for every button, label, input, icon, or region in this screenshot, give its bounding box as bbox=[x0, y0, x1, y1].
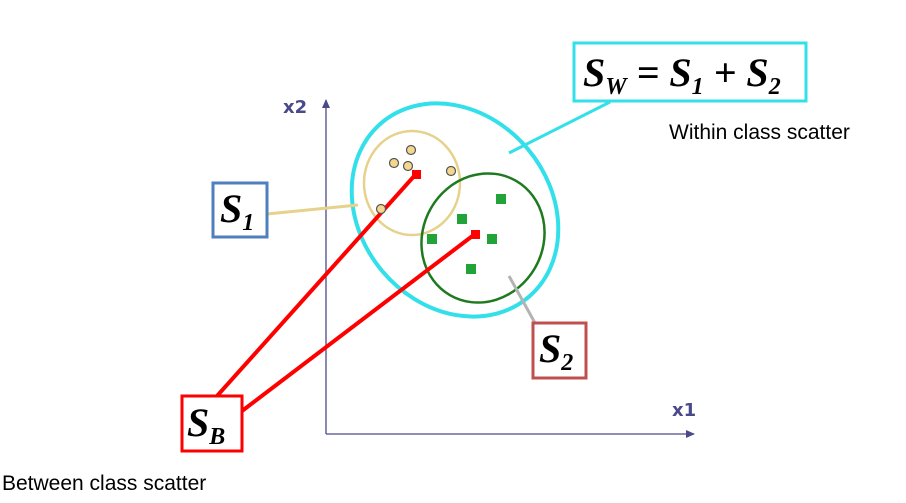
class1-point bbox=[445, 165, 457, 177]
sw-label-box bbox=[572, 41, 808, 103]
s2-label: S2 bbox=[539, 326, 573, 376]
class2-point bbox=[457, 214, 467, 224]
class1-point bbox=[405, 144, 417, 156]
class2-point bbox=[427, 234, 437, 244]
class1-mean bbox=[412, 170, 421, 179]
class1-point bbox=[375, 203, 387, 215]
within-class-caption: Within class scatter bbox=[669, 121, 850, 144]
overall-scatter-ellipse bbox=[349, 101, 561, 319]
s2-label-box bbox=[531, 321, 588, 380]
between-class-caption: Between class scatter bbox=[2, 472, 206, 495]
class2-point bbox=[496, 194, 506, 204]
s1-label-box bbox=[211, 181, 269, 239]
sb-label-box bbox=[180, 394, 244, 453]
class2-ellipse bbox=[420, 172, 546, 304]
sw-connector bbox=[508, 100, 611, 155]
s1-label: S1 bbox=[220, 186, 254, 236]
class1-ellipse bbox=[362, 129, 462, 237]
sb-label: SB bbox=[187, 400, 225, 450]
y-axis-label: x2 bbox=[283, 97, 307, 118]
class2-point bbox=[487, 234, 497, 244]
between-line-class2 bbox=[240, 232, 477, 413]
sw-formula: SW = S1 + S2 bbox=[583, 50, 781, 100]
class2-mean bbox=[471, 230, 480, 239]
class1-point bbox=[402, 160, 414, 172]
class2-point bbox=[466, 264, 476, 274]
class1-point bbox=[388, 157, 400, 169]
s2-connector bbox=[507, 275, 537, 324]
x-axis-label: x1 bbox=[672, 400, 696, 421]
s1-connector bbox=[266, 203, 359, 216]
